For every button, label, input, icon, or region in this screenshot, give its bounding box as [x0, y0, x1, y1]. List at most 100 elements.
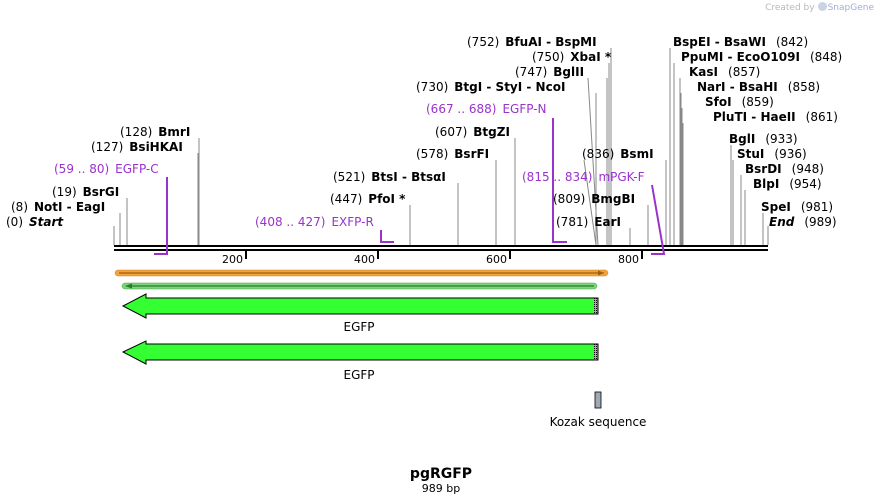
svg-text:(19)BsrGI: (19)BsrGI	[52, 185, 119, 199]
site-label-bmgbi: BmgBI	[591, 192, 635, 206]
site-position: (861)	[806, 110, 838, 124]
feature-egfp-1[interactable]: EGFP	[121, 293, 599, 334]
primer-label-egfp-c: EGFP-C	[115, 162, 158, 176]
svg-text:(127)BsiHKAI: (127) BsiHKAI	[91, 140, 183, 154]
svg-text:BsrDI(948): BsrDI(948)	[745, 162, 824, 176]
site-label-blpi: BlpI	[753, 177, 779, 191]
site-position: (578)	[416, 147, 448, 161]
svg-text:(667 .. 688)EGFP-N: (667 .. 688) EGFP-N	[426, 102, 547, 116]
site-position: (8)	[11, 200, 28, 214]
plasmid-name: pgRGFP	[410, 466, 472, 482]
site-position: (128)	[120, 125, 152, 139]
svg-text:(607)BtgZI: (607)BtgZI	[435, 125, 510, 139]
primer-range: (667 .. 688)	[426, 102, 496, 116]
site-position: (836)	[582, 147, 614, 161]
primer-range: (408 .. 427)	[255, 215, 325, 229]
primer-label-exfp-r: EXFP-R	[331, 215, 373, 229]
site-position: (447)	[330, 192, 362, 206]
feature-kozak[interactable]: Kozak sequence	[550, 391, 647, 429]
site-position: (750)	[532, 50, 564, 64]
svg-text:NarI - BsaHI(858): NarI - BsaHI(858)	[697, 80, 820, 94]
site-label-ppumi-ecoo109i: PpuMI - EcoO109I	[681, 50, 800, 64]
primer-mark-egfp-c	[154, 177, 168, 255]
site-position: (954)	[789, 177, 821, 191]
svg-text:(752)BfuAI - BspMI: (752)BfuAI - BspMI	[467, 35, 597, 49]
svg-text:(836)BsmI: (836) BsmI	[582, 147, 654, 161]
svg-text:(781)EarI: (781)EarI	[556, 215, 621, 229]
site-position: (859)	[742, 95, 774, 109]
ruler-tick-label: 600	[486, 253, 507, 266]
site-label-bsihkai: BsiHKAI	[129, 140, 183, 154]
site-label-end: End	[769, 215, 795, 229]
dna-backbone	[114, 245, 768, 251]
orf-green	[121, 282, 598, 290]
site-label-bsmi: BsmI	[620, 147, 653, 161]
svg-text:(8)NotI - EagI: (8) NotI - EagI	[11, 200, 105, 214]
site-labels: (0)Start (8) NotI - EagI (19)BsrGI (127) B…	[6, 35, 842, 229]
feature-egfp-2[interactable]: EGFP	[121, 340, 599, 382]
ruler: 200 400 600 800	[222, 251, 643, 266]
plasmid-length: 989 bp	[422, 482, 460, 495]
site-position: (989)	[804, 215, 836, 229]
svg-text:(447)PfoI *: (447)PfoI *	[330, 192, 406, 206]
snapgene-credit: Created by SnapGene	[765, 2, 874, 13]
svg-text:BglI(933): BglI (933)	[729, 132, 798, 146]
primer-range: (815 .. 834)	[522, 170, 592, 184]
svg-text:(521)BtsI - BtsαI: (521)BtsI - BtsαI	[333, 170, 446, 184]
svg-text:(0)Start: (0)Start	[6, 215, 64, 229]
site-label-stui: StuI	[737, 147, 764, 161]
primer-mark-exfp-r	[380, 230, 394, 243]
svg-text:(750)XbaI *: (750) XbaI *	[532, 50, 612, 64]
site-position: (607)	[435, 125, 467, 139]
site-label-bmri: BmrI	[158, 125, 190, 139]
site-label-bsrgi: BsrGI	[83, 185, 120, 199]
site-label-noti-eagi: NotI - EagI	[34, 200, 105, 214]
svg-text:SpeI(981): SpeI (981)	[761, 200, 833, 214]
site-position: (842)	[776, 35, 808, 49]
site-label-start: Start	[29, 215, 64, 229]
svg-text:(809)BmgBI: (809) BmgBI	[553, 192, 635, 206]
primer-mark-mpgk-f	[651, 184, 666, 255]
site-position: (809)	[553, 192, 585, 206]
primer-label-egfp-n: EGFP-N	[502, 102, 546, 116]
site-label-nari-bsahi: NarI - BsaHI	[697, 80, 778, 94]
feature-label: EGFP	[343, 368, 374, 382]
feature-label: EGFP	[343, 320, 374, 334]
svg-text:(747)BglII: (747)BglII	[515, 65, 584, 79]
site-label-xbai: XbaI *	[570, 50, 612, 64]
svg-text:(730)BtgI - StyI - NcoI: (730)BtgI - StyI - NcoI	[416, 80, 565, 94]
site-position: (848)	[810, 50, 842, 64]
svg-text:(128)BmrI: (128) BmrI	[120, 125, 190, 139]
svg-text:PpuMI - EcoO109I(848): PpuMI - EcoO109I (848)	[681, 50, 842, 64]
credit-prefix: Created by	[765, 3, 815, 13]
site-label-spei: SpeI	[761, 200, 791, 214]
site-lines	[113, 48, 769, 246]
site-label-pluti-haeii: PluTI - HaeII	[713, 110, 796, 124]
site-label-bspei-bsawi: BspEI - BsaWI	[673, 35, 766, 49]
primer-range: (59 .. 80)	[54, 162, 109, 176]
site-position: (127)	[91, 140, 123, 154]
site-label-kasi: KasI	[689, 65, 718, 79]
svg-text:End(989): End (989)	[769, 215, 837, 229]
ruler-tick-label: 800	[618, 253, 639, 266]
primer-mark-egfp-n	[552, 118, 567, 243]
svg-text:KasI(857): KasI (857)	[689, 65, 760, 79]
site-label-btgi-styi-ncoi: BtgI - StyI - NcoI	[454, 80, 565, 94]
svg-text:BlpI(954): BlpI (954)	[753, 177, 822, 191]
credit-brand: SnapGene	[827, 3, 874, 13]
snapgene-logo-icon	[817, 2, 827, 11]
site-label-bgli: BglI	[729, 132, 755, 146]
site-label-bsrdi: BsrDI	[745, 162, 782, 176]
site-label-bfuai-bspmi: BfuAI - BspMI	[505, 35, 596, 49]
svg-text:(59 .. 80)EGFP-C: (59 .. 80) EGFP-C	[54, 162, 159, 176]
ruler-tick-label: 400	[354, 253, 375, 266]
site-position: (857)	[728, 65, 760, 79]
site-position: (781)	[556, 215, 588, 229]
site-position: (981)	[801, 200, 833, 214]
svg-text:(408 .. 427)EXFP-R: (408 .. 427) EXFP-R	[255, 215, 374, 229]
site-label-bglii: BglII	[553, 65, 584, 79]
primer-label-mpgk-f: mPGK-F	[598, 170, 644, 184]
site-position: (933)	[765, 132, 797, 146]
svg-text:StuI(936): StuI(936)	[737, 147, 807, 161]
svg-text:PluTI - HaeII(861): PluTI - HaeII (861)	[713, 110, 838, 124]
